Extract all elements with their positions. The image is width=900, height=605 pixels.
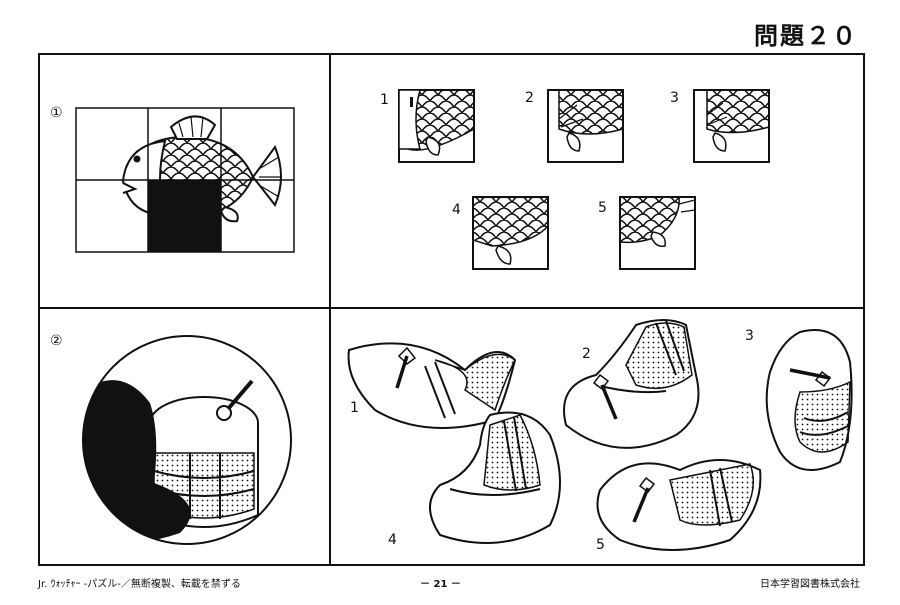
vertical-divider — [329, 53, 331, 566]
horizontal-divider — [38, 307, 865, 309]
fish-piece-option-5[interactable] — [619, 196, 696, 270]
question-number-2: ② — [50, 333, 63, 349]
option-label-2b: 2 — [582, 346, 591, 362]
worksheet-frame — [38, 53, 865, 566]
option-label-1: 1 — [380, 92, 389, 108]
footer-copyright: Jr. ｳｫｯﾁｬｰ -パズル-／無断複製、転載を禁ずる — [38, 579, 241, 590]
option-label-3b: 3 — [745, 328, 754, 344]
fish-piece-option-1[interactable] — [398, 89, 475, 163]
fish-piece-option-3[interactable] — [693, 89, 770, 163]
fish-puzzle-grid — [75, 107, 295, 253]
footer-publisher: 日本学習図書株式会社 — [760, 579, 860, 590]
page-number: － 21 － — [420, 579, 461, 590]
option-label-5b: 5 — [596, 537, 605, 553]
fish-piece-option-4[interactable] — [472, 196, 549, 270]
option-label-2: 2 — [525, 90, 534, 106]
option-label-3: 3 — [670, 90, 679, 106]
question-number-1: ① — [50, 105, 63, 121]
drum-piece-option-1[interactable] — [345, 330, 525, 435]
option-label-5: 5 — [598, 200, 607, 216]
drum-piece-option-2[interactable] — [556, 315, 716, 455]
fish-piece-option-2[interactable] — [547, 89, 624, 163]
drum-piece-option-3[interactable] — [760, 322, 860, 478]
page-title: 問題２０ — [754, 22, 858, 50]
drum-piece-option-4[interactable] — [420, 405, 570, 555]
drum-piece-option-5[interactable] — [590, 450, 770, 555]
drum-puzzle-circle — [82, 335, 292, 545]
option-label-4b: 4 — [388, 532, 397, 548]
option-label-1b: 1 — [350, 400, 359, 416]
option-label-4: 4 — [452, 202, 461, 218]
